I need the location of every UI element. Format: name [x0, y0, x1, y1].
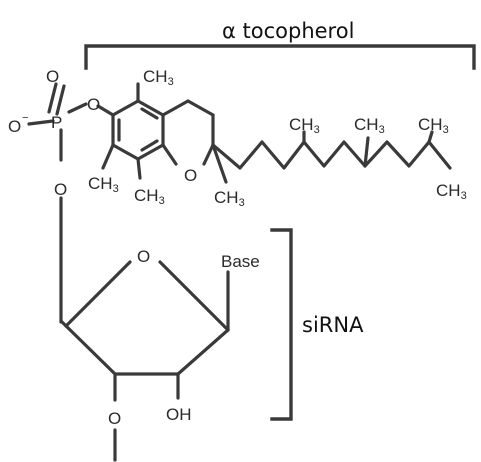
methyl-chromane-c2: CH3: [214, 188, 245, 209]
tocopherol-bracket: [84, 44, 476, 70]
hydroxyl-label: OH: [166, 405, 192, 424]
methyl-top-ring: CH3: [143, 67, 174, 88]
negative-charge: −: [22, 112, 28, 124]
nucleobase-label: Base: [221, 252, 260, 271]
phosphorus-atom: P: [51, 113, 62, 132]
tocopherol-label: α tocopherol: [222, 19, 354, 43]
methyl-chain-2: CH3: [354, 115, 385, 136]
methyl-chain-1: CH3: [289, 115, 320, 136]
methyl-left-ring: CH3: [88, 174, 119, 195]
ribose-ring-bonds: [60, 260, 230, 462]
chromane-ring-oxygen: O: [184, 166, 197, 185]
phosphate-oxygen-sugar: O: [54, 180, 67, 199]
methyl-chain-3: CH3: [418, 115, 449, 136]
sirna-bracket: [270, 228, 293, 421]
sirna-label: siRNA: [302, 313, 364, 337]
methyl-bottom-ring: CH3: [134, 186, 165, 207]
phosphate-oxygen-double: O: [46, 67, 59, 86]
ribose-3-oxygen: O: [108, 409, 121, 428]
methyl-chain-terminal: CH3: [436, 181, 467, 202]
phosphate-bonds: [27, 82, 115, 324]
phosphate-oxygen-negative: O: [8, 117, 21, 136]
ribose-ring-oxygen: O: [137, 247, 150, 266]
phytyl-chain-bonds: [211, 130, 452, 170]
chromane-ring-bonds: [101, 82, 228, 184]
phosphate-oxygen-bridge: O: [87, 95, 100, 114]
